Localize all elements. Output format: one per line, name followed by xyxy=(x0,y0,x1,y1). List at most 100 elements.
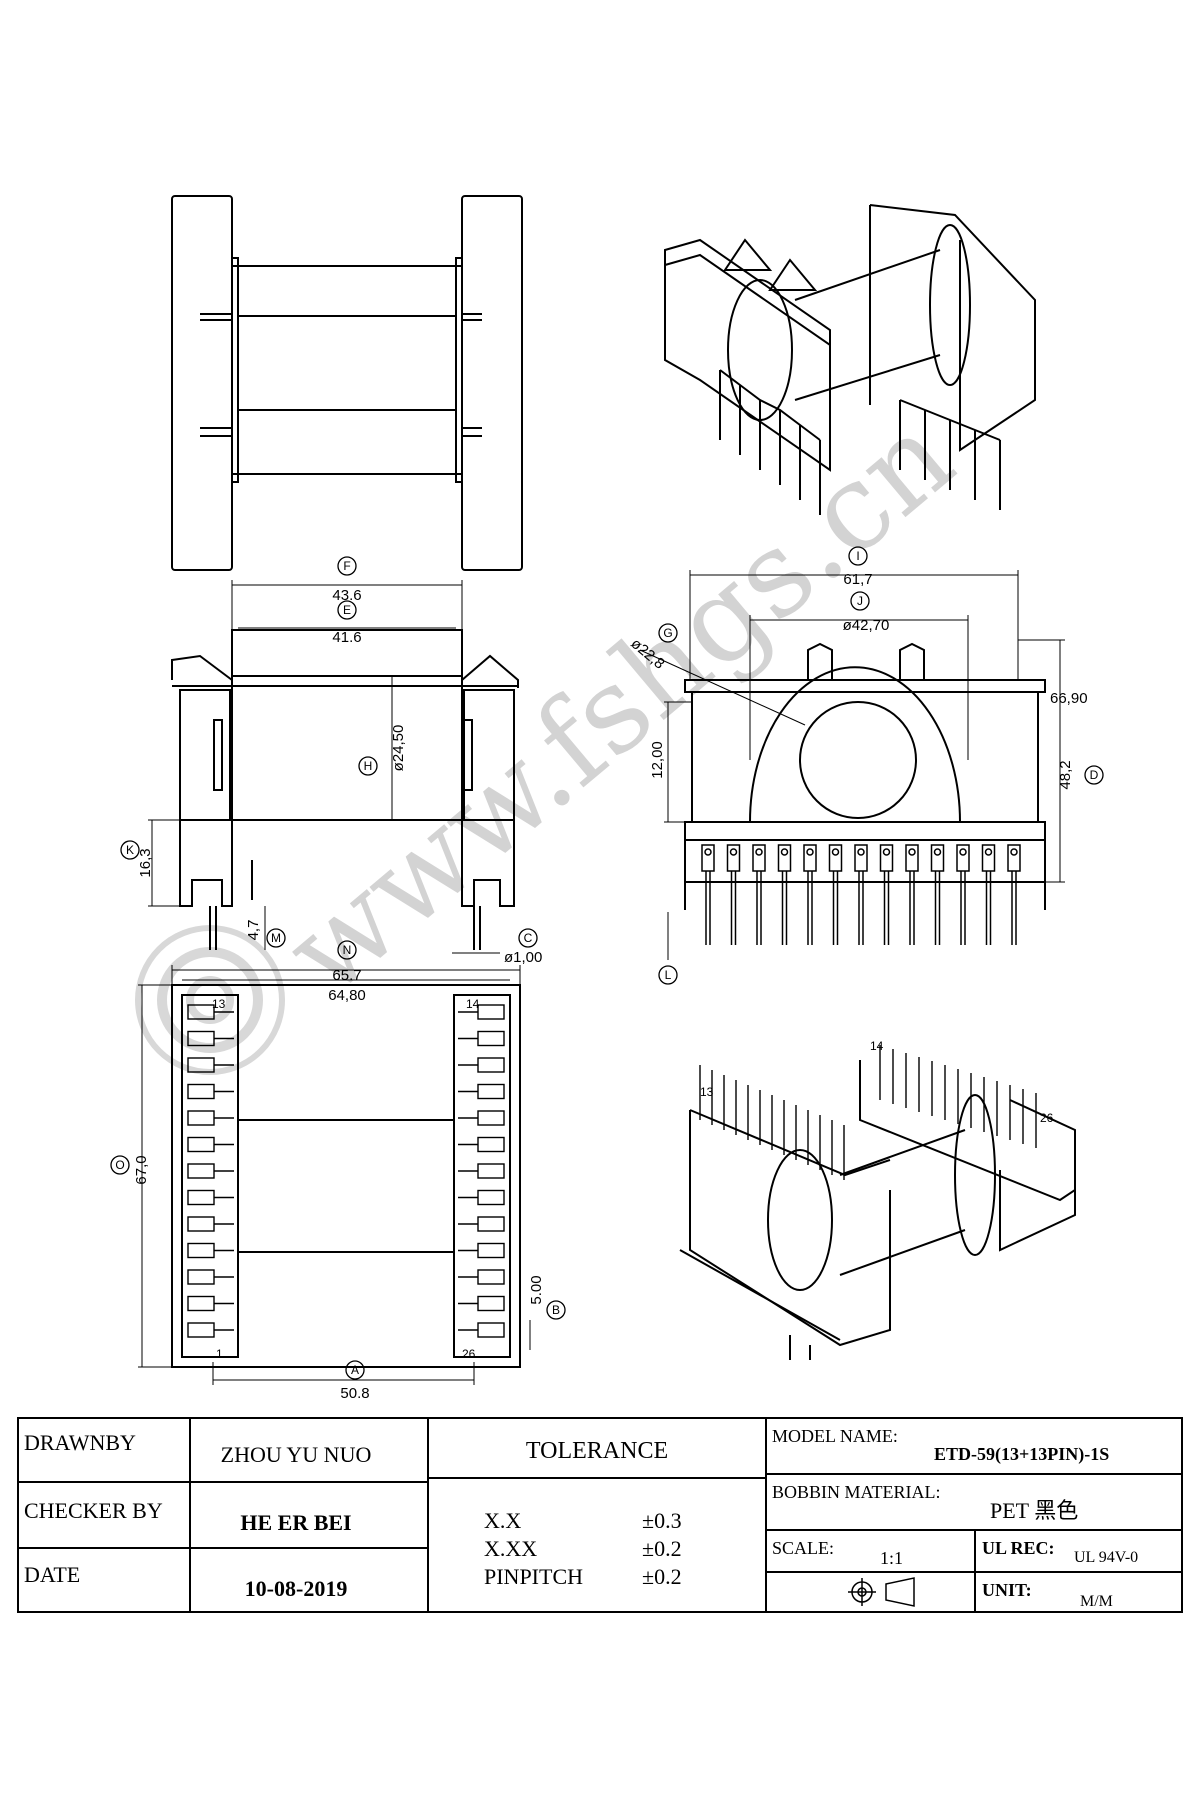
unit-label: UNIT: xyxy=(982,1580,1032,1600)
front-pin-pad xyxy=(701,844,715,872)
iso-pin-label-14: 14 xyxy=(870,1039,884,1053)
tol-value-2: ±0.2 xyxy=(642,1536,682,1561)
dim-h-value: ø24,50 xyxy=(390,725,407,772)
dim-l-letter: L xyxy=(665,968,672,982)
dim-f-value: 43.6 xyxy=(332,587,361,604)
pin-pad xyxy=(477,1189,505,1206)
pin-pad xyxy=(477,1242,505,1259)
pin-pad xyxy=(187,1110,215,1126)
front-pin-pad xyxy=(777,844,792,872)
pin-label-26: 26 xyxy=(462,1347,476,1361)
pin-label-14: 14 xyxy=(466,997,480,1011)
front-pin-pad xyxy=(1007,844,1021,872)
drawn-by-value: ZHOU YU NUO xyxy=(221,1442,372,1467)
iso-pin-label-13: 13 xyxy=(700,1085,714,1099)
pin-pad xyxy=(477,1295,505,1312)
checker-label: CHECKER BY xyxy=(24,1498,163,1523)
tol-name-3: PINPITCH xyxy=(484,1564,583,1589)
iso-view-lower xyxy=(679,1060,1076,1360)
front-pin-pad xyxy=(828,844,843,872)
front-pin-hole xyxy=(857,848,865,856)
front-pin-pad xyxy=(981,844,996,872)
dim-j-letter: J xyxy=(857,594,863,608)
dim-m-value: 4,7 xyxy=(245,920,262,941)
dim-inner-width: 64,80 xyxy=(328,987,366,1004)
pin-pad xyxy=(187,1269,215,1285)
front-pin-pad xyxy=(752,844,766,872)
dim-m-letter: M xyxy=(271,931,281,945)
pin-pad xyxy=(477,1030,505,1047)
front-pin-pad xyxy=(879,844,894,872)
drawn-by-label: DRAWNBY xyxy=(24,1430,136,1455)
iso-view-upper xyxy=(664,204,1036,515)
material-value: PET 黑色 xyxy=(990,1498,1078,1523)
bottom-view-dim-lines xyxy=(138,965,531,1385)
projection-symbol-icon xyxy=(848,1577,915,1607)
pin-pad xyxy=(477,1322,505,1338)
front-pin-pad xyxy=(803,844,817,872)
pin-pad xyxy=(187,1189,215,1206)
dim-c-letter: C xyxy=(524,931,533,945)
front-pin-hole xyxy=(908,848,916,856)
dim-c-value: ø1,00 xyxy=(504,949,542,966)
front-pin-hole xyxy=(806,848,814,856)
ul-value: UL 94V-0 xyxy=(1074,1549,1138,1566)
iso-pin-label-26: 26 xyxy=(1040,1111,1054,1125)
pin-pad xyxy=(477,1136,505,1153)
dim-o-value: 67,0 xyxy=(133,1155,150,1184)
material-label: BOBBIN MATERIAL: xyxy=(772,1482,941,1502)
pin-pad xyxy=(477,1057,505,1073)
tol-value-3: ±0.2 xyxy=(642,1564,682,1589)
dim-a-value: 50.8 xyxy=(340,1385,369,1402)
dim-n-value: 65.7 xyxy=(332,967,361,984)
dim-k-letter: K xyxy=(126,843,134,857)
pin-row-left xyxy=(187,1004,234,1338)
front-pin-hole xyxy=(933,848,942,856)
front-pin-hole xyxy=(984,848,993,856)
pin-pad xyxy=(477,1269,505,1285)
scale-value: 1:1 xyxy=(880,1548,903,1568)
dim-i-value: 61,7 xyxy=(843,571,872,588)
dim-g-letter: G xyxy=(663,626,672,640)
dim-k-value: 16,3 xyxy=(137,848,154,877)
front-pin-row xyxy=(701,844,1021,945)
tol-name-1: X.X xyxy=(484,1508,521,1533)
pin-pad xyxy=(187,1216,215,1232)
front-pin-hole xyxy=(704,848,712,856)
date-value: 10-08-2019 xyxy=(245,1576,348,1601)
date-label: DATE xyxy=(24,1562,80,1587)
pin-pad xyxy=(477,1004,505,1020)
dim-b-value: 5.00 xyxy=(528,1275,545,1304)
front-pin-hole xyxy=(959,848,967,856)
front-pin-hole xyxy=(755,848,763,856)
front-pin-pad xyxy=(930,844,945,872)
pin-pad xyxy=(187,1083,215,1100)
dim-e-value: 41.6 xyxy=(332,629,361,646)
pin-row-right xyxy=(458,1004,505,1338)
bottom-view xyxy=(171,984,521,1368)
pin-label-13: 13 xyxy=(212,997,226,1011)
front-pin-pad xyxy=(905,844,919,872)
front-view-dim-lines xyxy=(639,570,1065,960)
front-pin-pad xyxy=(854,844,868,872)
pin-label-1: 1 xyxy=(216,1347,223,1361)
side-view xyxy=(171,629,519,950)
front-pin-hole xyxy=(780,848,789,856)
dim-e-letter: E xyxy=(343,603,351,617)
pin-pad xyxy=(477,1110,505,1126)
dim-d-letter: D xyxy=(1090,768,1099,782)
dim-h-letter: H xyxy=(364,759,373,773)
dim-j-value: ø42,70 xyxy=(843,617,890,634)
front-pin-hole xyxy=(729,848,738,856)
model-label: MODEL NAME: xyxy=(772,1426,898,1446)
dim-i-letter: I xyxy=(856,549,859,563)
unit-value: M/M xyxy=(1080,1593,1113,1610)
pin-pad xyxy=(187,1242,215,1259)
front-pin-hole xyxy=(1010,848,1018,856)
dim-d-value: 48,2 xyxy=(1057,760,1074,789)
front-pin-pad xyxy=(726,844,741,872)
dim-height-a: 66,90 xyxy=(1050,690,1088,707)
tolerance-label: TOLERANCE xyxy=(526,1438,668,1464)
side-view-dim-lines xyxy=(148,580,500,954)
